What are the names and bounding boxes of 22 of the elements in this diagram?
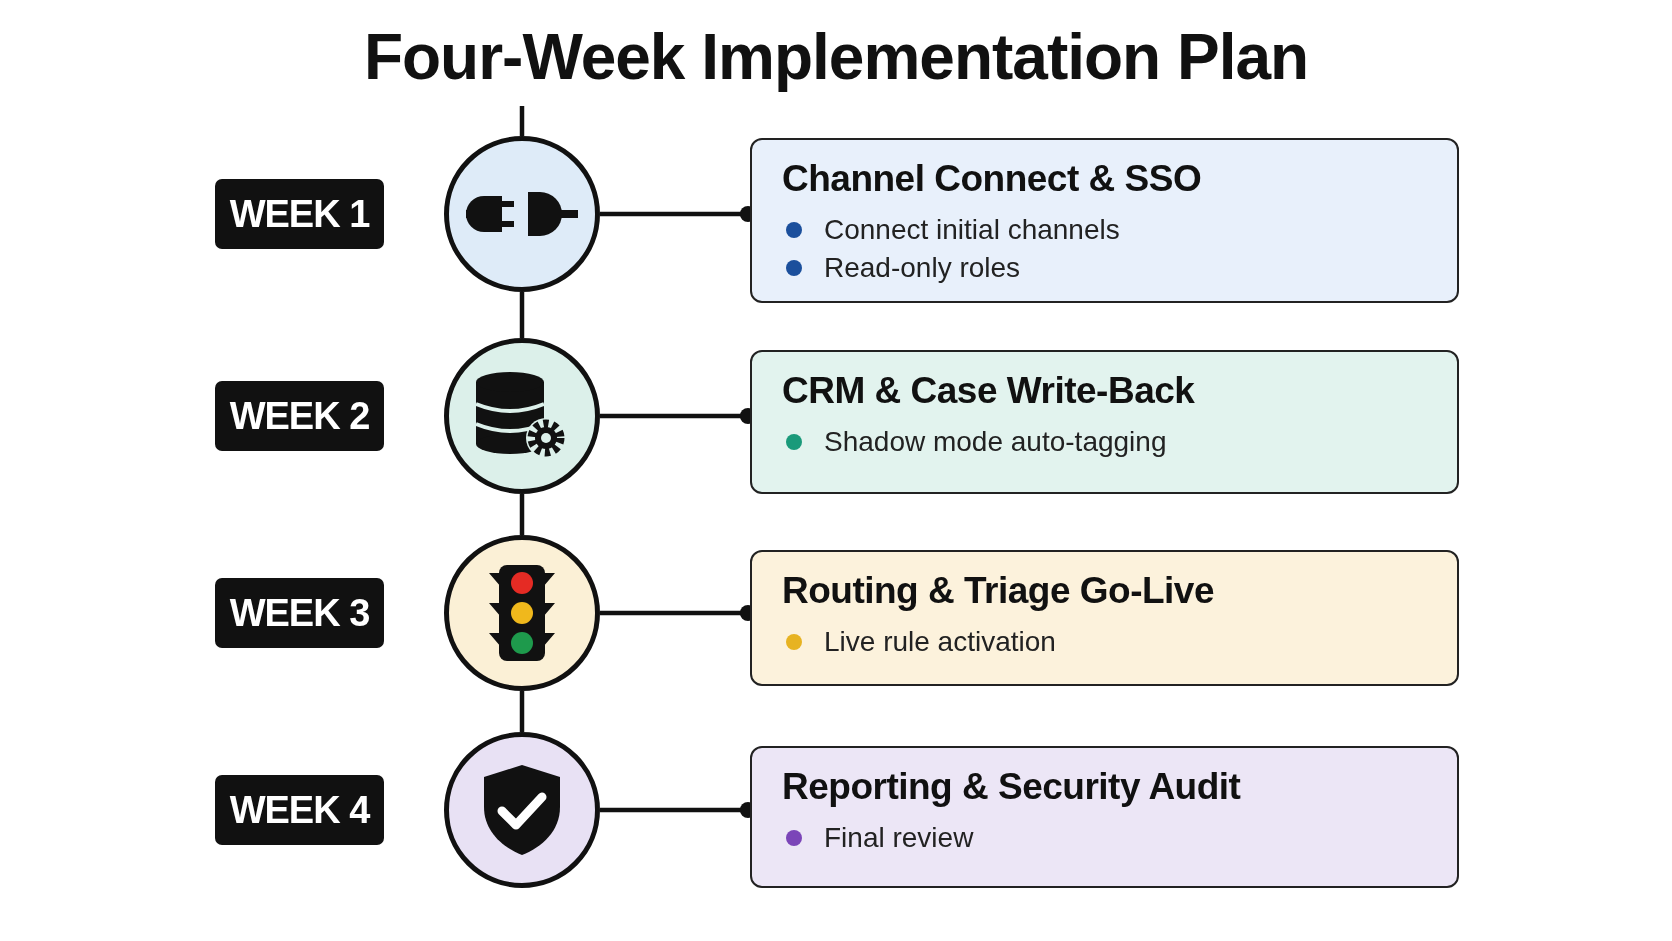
connector-line bbox=[519, 494, 525, 535]
bullet-text: Connect initial channels bbox=[824, 214, 1120, 246]
task-card bbox=[750, 550, 1459, 686]
card-heading: CRM & Case Write-Back bbox=[782, 370, 1195, 412]
connector-line bbox=[519, 691, 525, 732]
week-label: WEEK 4 bbox=[215, 775, 384, 845]
diagram-title: Four-Week Implementation Plan bbox=[363, 21, 1309, 93]
card-heading: Reporting & Security Audit bbox=[782, 766, 1241, 808]
bullet-text: Shadow mode auto-tagging bbox=[824, 426, 1167, 458]
bullet-text: Read-only roles bbox=[824, 252, 1021, 284]
bullet-text: Final review bbox=[824, 822, 974, 854]
task-card bbox=[750, 746, 1459, 888]
card-heading: Routing & Triage Go-Live bbox=[782, 570, 1215, 612]
week-label: WEEK 1 bbox=[215, 179, 384, 249]
bullet-text: Live rule activation bbox=[824, 626, 1056, 658]
week-label: WEEK 3 bbox=[215, 578, 384, 648]
week-label: WEEK 2 bbox=[215, 381, 384, 451]
task-card bbox=[750, 350, 1459, 494]
connector-line bbox=[519, 106, 525, 136]
connector-line bbox=[519, 292, 525, 338]
task-card bbox=[750, 138, 1459, 303]
card-heading: Channel Connect & SSO bbox=[782, 158, 1202, 200]
